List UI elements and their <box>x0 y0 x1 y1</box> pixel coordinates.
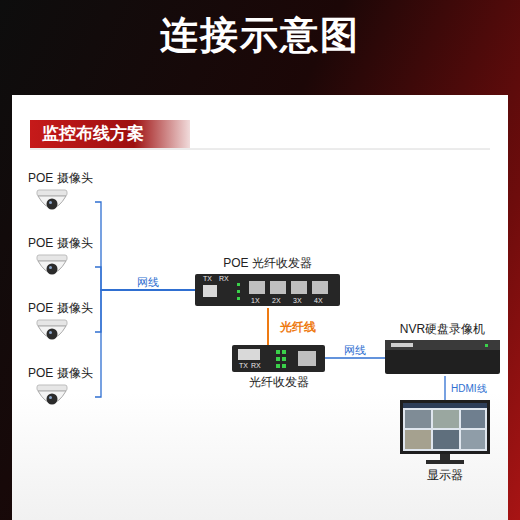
network-cable <box>95 290 195 332</box>
network-cable <box>95 267 195 290</box>
camera-lens-glint <box>49 331 52 334</box>
device-name: 显示器 <box>400 468 490 483</box>
device-name: POE 摄像头 <box>28 236 95 251</box>
nvr-icon <box>385 340 500 376</box>
led <box>276 350 280 354</box>
rj45-port <box>249 281 265 294</box>
camera-base <box>37 320 67 326</box>
fiber-port <box>238 349 260 360</box>
rj45-port <box>291 281 307 294</box>
port-label: RX <box>219 275 229 283</box>
port-label: 1X <box>251 297 260 305</box>
rj45-port <box>298 351 316 366</box>
camera-node: POE 摄像头 <box>28 301 95 349</box>
device-name: POE 光纤收发器 <box>195 256 340 271</box>
network-cable <box>95 290 195 397</box>
rj45-port <box>312 281 328 294</box>
section-banner: 监控布线方案 <box>30 120 190 148</box>
dome-camera-icon <box>34 253 70 281</box>
port-label: 2X <box>272 297 281 305</box>
screen <box>403 403 487 451</box>
fiber-cable <box>267 308 269 345</box>
camera-base <box>37 255 67 261</box>
cable-label: 网线 <box>342 343 368 357</box>
led <box>485 344 488 347</box>
camera-lens-glint <box>49 396 52 399</box>
led <box>276 364 280 368</box>
led <box>276 357 280 361</box>
led <box>282 357 286 361</box>
section-heading: 监控布线方案 <box>30 120 190 148</box>
video-tile <box>461 410 485 428</box>
cable-label: 网线 <box>135 275 161 289</box>
dome-camera-icon <box>34 188 70 216</box>
led <box>237 297 240 300</box>
dome-camera-icon <box>34 318 70 346</box>
poe-transceiver: POE 光纤收发器 TX RX 1X 2X 3X 4X <box>195 256 340 308</box>
led <box>282 350 286 354</box>
port-label: 4X <box>314 297 323 305</box>
video-tile <box>433 410 459 428</box>
port-label: RX <box>251 362 261 370</box>
diagram-title: 连接示意图 <box>0 10 520 61</box>
monitor-foot <box>426 460 464 464</box>
camera-lens <box>47 329 58 340</box>
device-body <box>232 345 325 372</box>
camera-lens <box>47 264 58 275</box>
fiber-port <box>203 285 217 297</box>
divider-line <box>30 149 490 150</box>
video-tile <box>461 430 485 449</box>
video-tile <box>433 430 459 449</box>
device-name: NVR硬盘录像机 <box>385 322 500 337</box>
fiber-transceiver: 光纤收发器 TXRX <box>232 345 325 391</box>
video-tile <box>405 430 431 449</box>
video-tile <box>405 410 431 428</box>
rj45-port <box>270 281 286 294</box>
camera-node: POE 摄像头 <box>28 366 95 414</box>
camera-lens-glint <box>49 266 52 269</box>
screen-bar <box>403 403 487 408</box>
camera-lens <box>47 199 58 210</box>
dome-camera-icon <box>34 383 70 411</box>
device-body <box>385 340 500 374</box>
network-cable <box>325 357 385 358</box>
led <box>237 283 240 286</box>
brand-mark <box>391 343 413 347</box>
camera-node: POE 摄像头 <box>28 171 95 219</box>
led <box>282 364 286 368</box>
port-label: 3X <box>293 297 302 305</box>
network-cable <box>444 376 445 400</box>
device-name: POE 摄像头 <box>28 366 95 381</box>
device-body <box>195 274 340 306</box>
monitor-icon <box>400 400 490 466</box>
led <box>237 290 240 293</box>
camera-lens <box>47 394 58 405</box>
device-name: POE 摄像头 <box>28 301 95 316</box>
cable-label: HDMI线 <box>449 382 489 395</box>
camera-base <box>37 385 67 391</box>
port-label: TX <box>239 362 248 370</box>
monitor-neck <box>440 454 450 460</box>
monitor-frame <box>400 400 490 454</box>
device-name: POE 摄像头 <box>28 171 95 186</box>
monitor: 显示器 <box>400 400 490 486</box>
nvr-recorder: NVR硬盘录像机 <box>385 322 500 376</box>
device-name: 光纤收发器 <box>232 375 325 390</box>
network-cable <box>95 202 195 290</box>
port-label: TX <box>203 275 212 283</box>
cable-label: 光纤线 <box>278 320 318 335</box>
camera-lens-glint <box>49 201 52 204</box>
camera-node: POE 摄像头 <box>28 236 95 284</box>
front-panel <box>385 340 500 350</box>
camera-base <box>37 190 67 196</box>
